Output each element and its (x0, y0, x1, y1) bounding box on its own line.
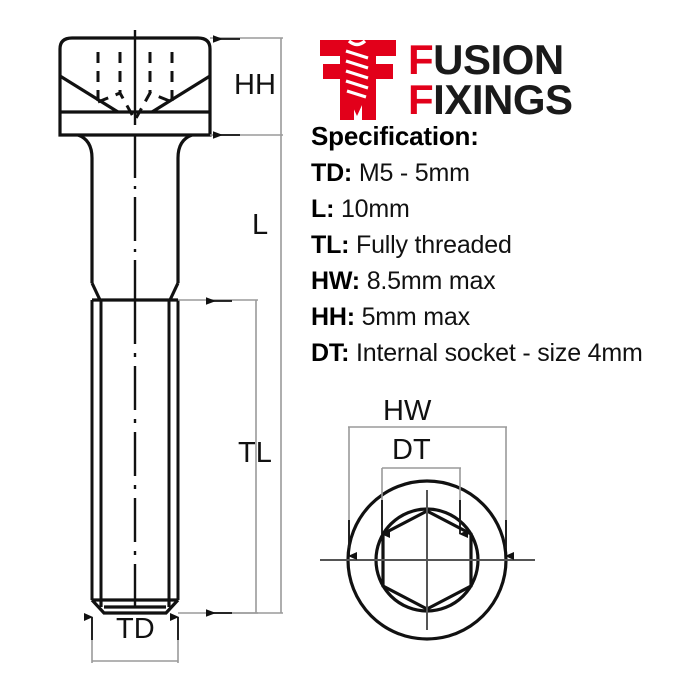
screw-head-outline (58, 36, 212, 137)
thread-profile-lines (90, 300, 180, 600)
spec-value-td: M5 - 5mm (358, 159, 470, 187)
dimension-td-arrows (84, 613, 179, 640)
spec-key-tl: TL: (311, 231, 350, 259)
spec-row-dt: DT: Internal socket - size 4mm (311, 339, 700, 368)
dimension-label-td: TD (116, 613, 155, 645)
spec-value-hw: 8.5mm max (366, 267, 496, 295)
dimension-label-hw: HW (383, 395, 432, 427)
specification-panel: Specification: TD: M5 - 5mm L: 10mm TL: … (311, 121, 700, 375)
dimension-l (210, 135, 283, 614)
dimension-hw-arrows (348, 520, 514, 560)
spec-row-td: TD: M5 - 5mm (311, 159, 700, 188)
top-view-centrelines (320, 490, 535, 630)
spec-row-tl: TL: Fully threaded (311, 231, 700, 260)
dimension-label-dt: DT (392, 434, 431, 466)
socket-hidden-lines (96, 52, 174, 124)
spec-key-hw: HW: (311, 267, 360, 295)
brand-line2-rest: IXINGS (433, 76, 573, 123)
brand-line-fixings: FIXINGS (408, 79, 573, 121)
spec-key-hh: HH: (311, 303, 355, 331)
brand-line2-lead: F (408, 76, 434, 123)
screw-ff-logo-icon (320, 39, 396, 120)
spec-value-l: 10mm (340, 195, 410, 223)
spec-row-hh: HH: 5mm max (311, 303, 700, 332)
dimension-dt-arrows (381, 500, 468, 538)
spec-row-hw: HW: 8.5mm max (311, 267, 700, 296)
dimension-label-hh: HH (234, 69, 276, 101)
spec-value-hh: 5mm max (361, 303, 471, 331)
spec-row-l: L: 10mm (311, 195, 700, 224)
spec-value-dt: Internal socket - size 4mm (356, 339, 643, 367)
brand-line1-rest: USION (433, 35, 564, 83)
specification-title: Specification: (311, 121, 479, 151)
brand-logo: FUSION FIXINGS (316, 30, 696, 130)
spec-key-l: L: (311, 195, 335, 223)
spec-key-td: TD: (311, 159, 353, 187)
dimension-label-l: L (252, 209, 269, 241)
brand-line1-lead: F (408, 35, 434, 83)
brand-wordmark: FUSION FIXINGS (408, 38, 573, 121)
dimension-hh-arrows (213, 35, 240, 139)
spec-key-dt: DT: (311, 339, 350, 367)
brand-line-fusion: FUSION (408, 38, 573, 80)
dimension-tl-arrows (206, 297, 232, 617)
spec-value-tl: Fully threaded (356, 231, 512, 259)
dimension-label-tl: TL (238, 437, 272, 469)
dimension-dt (381, 467, 461, 525)
